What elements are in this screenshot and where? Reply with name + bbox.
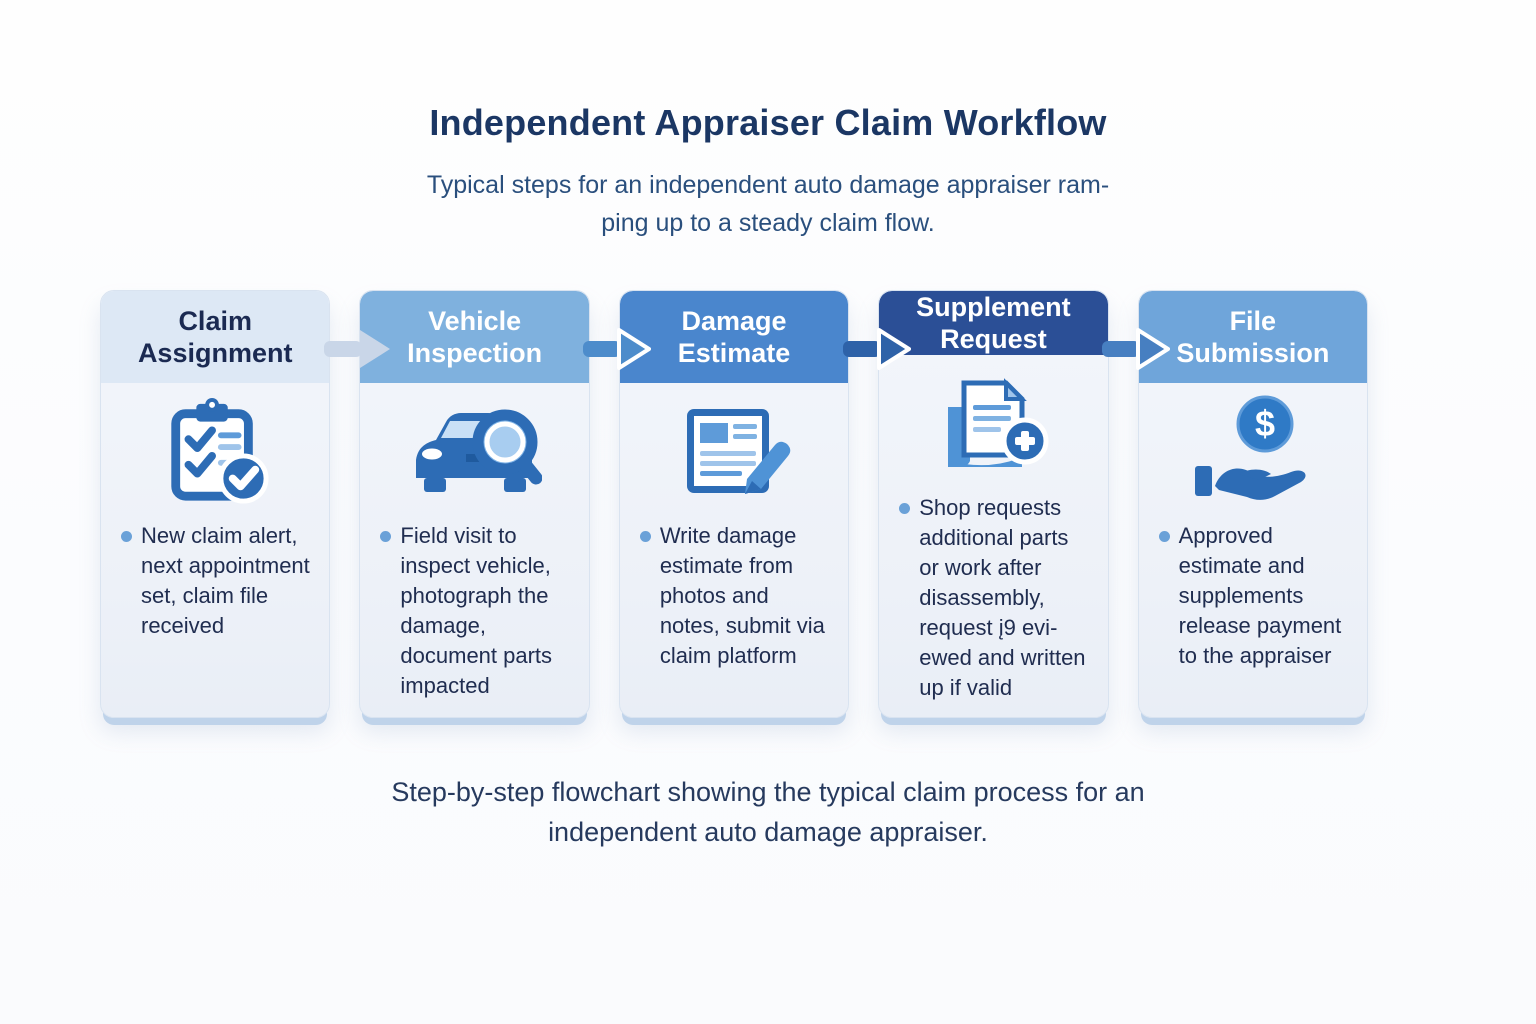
- bullet-dot-icon: [1158, 531, 1170, 542]
- step-card-supplement-request: Supplement Request: [878, 290, 1109, 718]
- step-bullet: Approved estimate and supplements releas…: [1157, 521, 1349, 671]
- bullet-text: Approved estimate and supplements releas…: [1178, 523, 1342, 668]
- step-body: $ Approved estimate and supplements rele…: [1139, 383, 1367, 717]
- bullet-dot-icon: [899, 503, 911, 514]
- workflow-steps-row: Claim Assignment: [100, 290, 1369, 720]
- step-header-supplement-request: Supplement Request: [879, 291, 1108, 355]
- step-title: Supplement Request: [916, 292, 1071, 354]
- bullet-text: Shop requests additional parts or work a…: [919, 495, 1086, 700]
- step-card-file-submission: File Submission $ Approved estimate and: [1137, 290, 1369, 718]
- step-header-damage-estimate: Damage Estimate: [619, 291, 849, 383]
- step-title: Vehicle Inspection: [407, 306, 543, 368]
- step-title: Damage Estimate: [677, 306, 791, 368]
- document-plus-icon: [897, 365, 1089, 483]
- arrow-step4-to-step5: [1102, 328, 1170, 370]
- page-subtitle: Typical steps for an independent auto da…: [0, 166, 1536, 242]
- svg-text:$: $: [1255, 403, 1275, 444]
- step-card-claim-assignment: Claim Assignment: [100, 290, 331, 718]
- bullet-text: New claim alert, next appointment set, c…: [141, 523, 310, 638]
- bullet-dot-icon: [639, 531, 651, 542]
- step-body: Shop requests additional parts or work a…: [879, 355, 1107, 717]
- bullet-dot-icon: [380, 531, 392, 542]
- step-header-claim-assignment: Claim Assignment: [101, 291, 330, 383]
- subtitle-line-2: ping up to a steady claim flow.: [601, 209, 935, 237]
- arrow-step1-to-step2: [324, 330, 390, 368]
- step-bullet: Shop requests additional parts or work a…: [897, 493, 1089, 703]
- bullet-text: Write damage estimate from photos and no…: [659, 523, 825, 668]
- bullet-text: Field visit to inspect vehicle, photogra…: [400, 523, 553, 698]
- caption-line-2: independent auto damage appraiser.: [548, 817, 988, 847]
- clipboard-check-icon: [119, 393, 311, 511]
- estimate-pen-icon: [638, 393, 830, 511]
- step-title: File Submission: [1176, 306, 1330, 368]
- step-body: New claim alert, next appointment set, c…: [101, 383, 329, 717]
- payment-hand-icon: $: [1157, 393, 1349, 511]
- step-bullet: Write damage estimate from photos and no…: [638, 521, 830, 671]
- step-title: Claim Assignment: [137, 306, 293, 368]
- caption-line-1: Step-by-step flowchart showing the typic…: [391, 777, 1145, 807]
- step-card-vehicle-inspection: Vehicle Inspection: [359, 290, 590, 718]
- car-magnifier-icon: [378, 393, 570, 511]
- arrow-step3-to-step4: [843, 328, 911, 370]
- arrow-step2-to-step3: [583, 328, 651, 370]
- step-body: Write damage estimate from photos and no…: [620, 383, 848, 717]
- step-bullet: New claim alert, next appointment set, c…: [119, 521, 311, 641]
- page-title: Independent Appraiser Claim Workflow: [429, 102, 1107, 143]
- figure-caption: Step-by-step flowchart showing the typic…: [0, 772, 1536, 852]
- step-bullet: Field visit to inspect vehicle, photogra…: [378, 521, 570, 701]
- subtitle-line-1: Typical steps for an independent auto da…: [426, 171, 1110, 199]
- step-header-file-submission: File Submission: [1138, 291, 1368, 383]
- step-header-vehicle-inspection: Vehicle Inspection: [360, 291, 589, 383]
- bullet-dot-icon: [121, 531, 132, 542]
- step-card-damage-estimate: Damage Estimate: [618, 290, 850, 718]
- step-body: Field visit to inspect vehicle, photogra…: [360, 383, 588, 717]
